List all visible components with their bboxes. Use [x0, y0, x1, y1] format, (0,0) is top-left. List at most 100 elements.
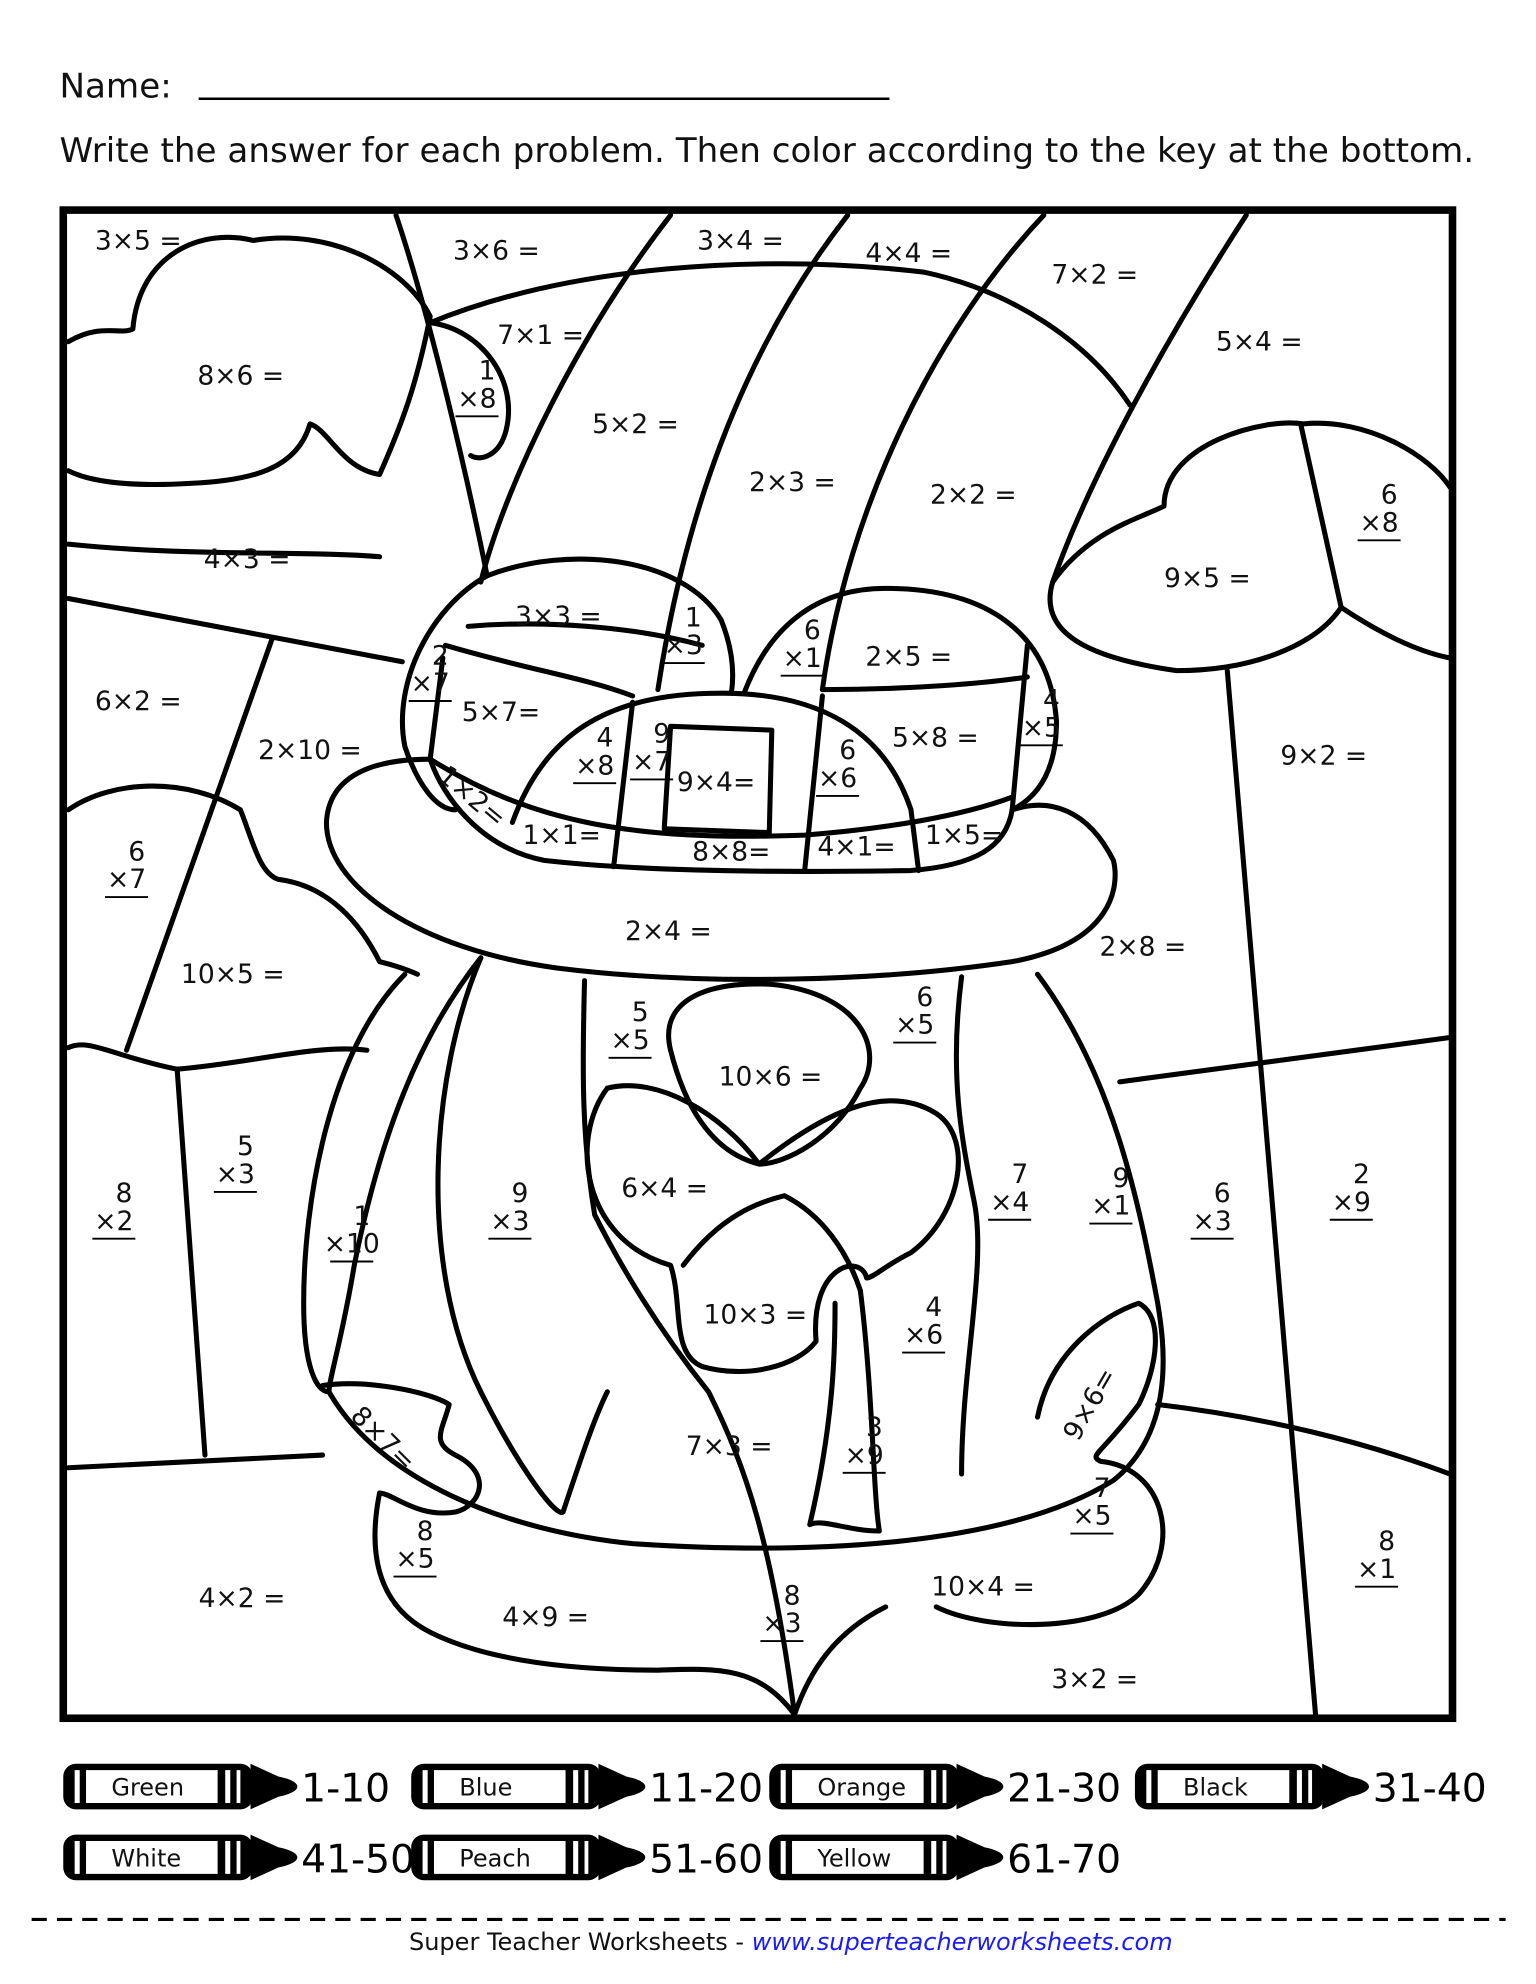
crayon-color-label: Peach [459, 1844, 531, 1872]
problem-vertical: 7×5 [1070, 1473, 1114, 1535]
problem-bottom-number: ×3 [1193, 1206, 1232, 1237]
crayon-color-label: Blue [459, 1773, 512, 1801]
problem-horizontal: 1×5= [925, 820, 1003, 851]
problem-vertical: 3×9 [842, 1412, 886, 1474]
problem-horizontal: 10×5 = [181, 959, 285, 990]
problem-horizontal: 7×3 = [686, 1431, 773, 1462]
problem-horizontal: 7×1 = [497, 320, 584, 351]
problem-vertical: 6×7 [105, 836, 149, 899]
crayon-color-label: Black [1183, 1773, 1248, 1801]
crayon-icon [769, 1834, 1004, 1881]
problem-horizontal: 8×8= [692, 836, 770, 867]
problem-bottom-number: ×5 [611, 1025, 650, 1056]
problem-bottom-number: ×8 [1360, 507, 1399, 538]
problem-bottom-number: ×4 [990, 1187, 1029, 1218]
picture-line-art [59, 206, 1457, 1723]
problem-bottom-number: ×7 [411, 668, 450, 699]
problem-bottom-number: ×3 [216, 1159, 255, 1190]
problem-horizontal: 6×4 = [621, 1173, 708, 1204]
problem-vertical: 9×1 [1089, 1163, 1133, 1225]
problem-vertical: 6×8 [1357, 480, 1401, 542]
crayon-range-label: 41-50 [301, 1838, 415, 1883]
crayon-color-label: Yellow [816, 1844, 891, 1872]
problem-top-number: 8 [1378, 1526, 1395, 1557]
problem-vertical: 4×8 [573, 723, 617, 785]
problem-bottom-number: ×8 [575, 750, 614, 781]
problem-top-number: 8 [116, 1178, 133, 1209]
problem-horizontal: 2×4 = [625, 916, 712, 947]
problem-bottom-number: ×3 [762, 1608, 801, 1639]
problem-bottom-number: ×6 [818, 763, 857, 794]
problem-bottom-number: ×10 [324, 1229, 380, 1260]
problem-top-number: 6 [804, 615, 821, 646]
problem-horizontal: 7×2 = [1051, 259, 1138, 290]
problem-vertical: 8×3 [760, 1580, 804, 1643]
crayon-range-label: 1-10 [301, 1767, 390, 1812]
crayon-color-label: White [111, 1844, 181, 1872]
website-link[interactable]: www.superteacherworksheets.com [752, 1928, 1173, 1956]
problem-bottom-number: ×5 [895, 1010, 934, 1041]
publisher-name: Super Teacher Worksheets - [409, 1928, 752, 1956]
problem-horizontal: 1×1= [523, 820, 601, 851]
crayon-icon [411, 1763, 646, 1810]
problem-top-number: 5 [237, 1131, 254, 1162]
problem-vertical: 6×5 [893, 982, 937, 1044]
problem-horizontal: 10×4 = [931, 1572, 1035, 1603]
problem-vertical: 2×9 [1329, 1159, 1373, 1221]
problem-horizontal: 4×9 = [502, 1602, 589, 1633]
problem-vertical: 1×8 [455, 356, 499, 418]
problem-bottom-number: ×6 [904, 1320, 943, 1351]
problem-vertical: 6×1 [780, 615, 824, 677]
problem-top-number: 7 [1094, 1473, 1111, 1504]
problem-horizontal: 2×8 = [1099, 931, 1186, 962]
crayon-icon [411, 1834, 646, 1881]
problem-horizontal: 2×5 = [865, 642, 952, 673]
problem-horizontal: 6×2 = [95, 686, 182, 717]
problem-horizontal: 2×3 = [749, 467, 836, 498]
problem-bottom-number: ×9 [1332, 1187, 1371, 1218]
problem-vertical: 1×10 [324, 1201, 380, 1263]
problem-bottom-number: ×3 [490, 1206, 529, 1237]
problem-bottom-number: ×7 [632, 747, 671, 778]
problem-top-number: 6 [839, 735, 856, 766]
crayon-range-label: 51-60 [649, 1838, 763, 1883]
problem-horizontal: 9×5 = [1164, 563, 1251, 594]
header: Name: Write the answer for each problem.… [59, 66, 1474, 171]
problem-top-number: 4 [925, 1292, 942, 1323]
problem-top-number: 9 [653, 719, 670, 750]
problem-vertical: 8×2 [92, 1178, 136, 1240]
problem-top-number: 6 [1381, 480, 1398, 511]
problem-top-number: 2 [432, 640, 449, 671]
crayon-icon [63, 1763, 298, 1810]
problem-bottom-number: ×1 [783, 643, 822, 674]
problem-horizontal: 8×6 = [197, 361, 284, 392]
problem-top-number: 2 [1353, 1159, 1370, 1190]
problem-bottom-number: ×3 [664, 630, 703, 661]
problem-top-number: 9 [512, 1178, 529, 1209]
problem-vertical: 8×1 [1355, 1526, 1399, 1588]
problem-vertical: 9×3 [488, 1178, 532, 1240]
problem-bottom-number: ×8 [457, 383, 496, 414]
problem-horizontal: 10×3 = [703, 1299, 807, 1330]
problem-horizontal: 4×4 = [865, 238, 952, 269]
problem-horizontal: 9×4= [677, 767, 755, 798]
problem-horizontal: 3×6 = [453, 235, 540, 266]
problem-horizontal: 3×2 = [1051, 1664, 1138, 1695]
problem-horizontal: 2×10 = [258, 735, 362, 766]
footer: Super Teacher Worksheets - www.superteac… [31, 1917, 1506, 1956]
crayon-icon [63, 1834, 298, 1881]
problem-top-number: 7 [1011, 1159, 1028, 1190]
problem-vertical: 6×3 [1190, 1178, 1234, 1240]
problem-top-number: 8 [417, 1516, 434, 1547]
problem-top-number: 6 [916, 982, 933, 1013]
problem-top-number: 1 [479, 356, 496, 387]
problem-vertical: 5×5 [608, 997, 652, 1059]
problem-horizontal: 4×1= [817, 831, 895, 862]
problem-horizontal: 5×8 = [892, 723, 979, 754]
problem-horizontal: 3×4 = [697, 225, 784, 256]
problem-top-number: 4 [1043, 685, 1060, 716]
problem-top-number: 1 [685, 602, 702, 633]
